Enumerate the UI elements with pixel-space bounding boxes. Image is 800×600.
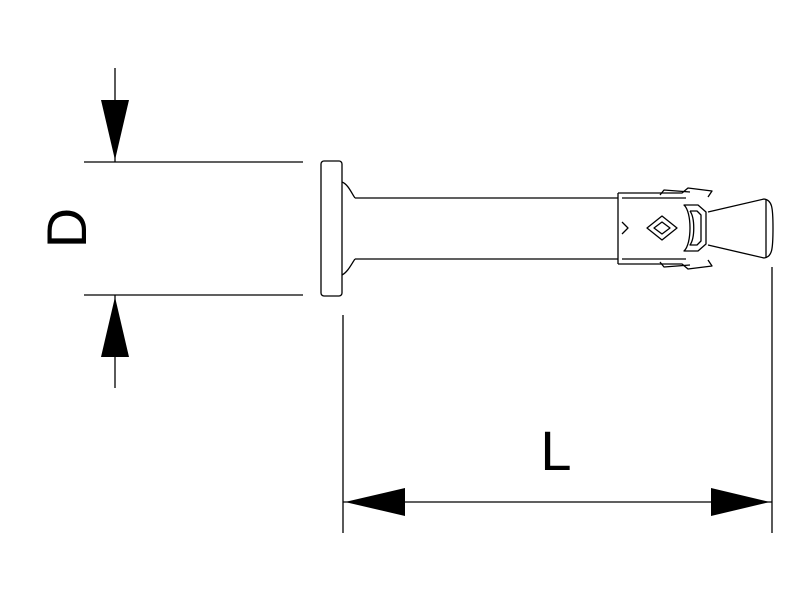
l-arrowhead-left: [345, 488, 405, 516]
sleeve-slot: [683, 204, 707, 252]
length-label: L: [540, 419, 571, 482]
sleeve-notch: [621, 221, 629, 235]
d-arrowhead-down: [101, 100, 129, 160]
sleeve-inner-lines: [622, 189, 691, 268]
cone-tip: [707, 198, 774, 259]
diameter-label: D: [35, 208, 98, 248]
bolt-head-fillet: [341, 181, 356, 276]
sleeve-slot-inner: [689, 210, 702, 246]
expansion-sleeve: [617, 187, 713, 270]
diamond-mark-outer: [646, 215, 678, 241]
anchor-bolt: [320, 160, 774, 297]
length-dimension: [342, 267, 773, 533]
bolt-head-flange: [320, 160, 343, 297]
d-arrowhead-up: [101, 297, 129, 357]
l-arrowhead-right: [711, 488, 770, 516]
diamond-mark-inner: [653, 221, 671, 235]
